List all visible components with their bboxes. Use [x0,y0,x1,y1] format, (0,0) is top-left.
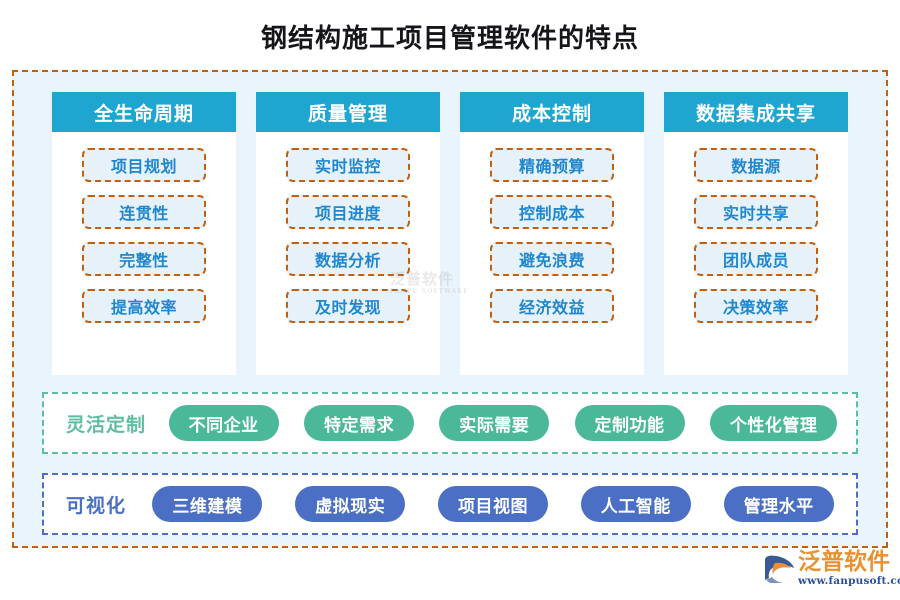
fanpu-logo-icon [762,554,796,584]
feature-item[interactable]: 数据分析 [286,242,410,276]
feature-item[interactable]: 项目进度 [286,195,410,229]
row-visualization: 可视化 三维建模 虚拟现实 项目视图 人工智能 管理水平 [42,473,858,535]
logo-text: 泛普软件 www.fanpusoft.com [798,550,900,588]
feature-item[interactable]: 完整性 [82,242,206,276]
logo-url: www.fanpusoft.com [798,575,900,588]
page-title: 钢结构施工项目管理软件的特点 [260,24,639,54]
feature-item[interactable]: 连贯性 [82,195,206,229]
feature-item[interactable]: 数据源 [694,148,818,182]
tag-pill[interactable]: 实际需要 [439,405,550,441]
column-header: 成本控制 [460,92,644,132]
feature-column: 数据集成共享 数据源 实时共享 团队成员 决策效率 [664,92,848,375]
tag-pill[interactable]: 特定需求 [303,405,414,441]
feature-columns: 全生命周期 项目规划 连贯性 完整性 提高效率 质量管理 实时监控 项目进度 数… [52,92,848,375]
feature-item[interactable]: 精确预算 [490,148,614,182]
feature-column: 成本控制 精确预算 控制成本 避免浪费 经济效益 [460,92,644,375]
feature-column: 全生命周期 项目规划 连贯性 完整性 提高效率 [52,92,236,375]
feature-item[interactable]: 经济效益 [490,289,614,323]
feature-item[interactable]: 实时监控 [286,148,410,182]
feature-item[interactable]: 及时发现 [286,289,410,323]
feature-item[interactable]: 控制成本 [490,195,614,229]
feature-item[interactable]: 实时共享 [694,195,818,229]
tag-pill[interactable]: 三维建模 [152,486,263,522]
column-items: 项目规划 连贯性 完整性 提高效率 [52,132,236,323]
column-items: 精确预算 控制成本 避免浪费 经济效益 [460,132,644,323]
feature-item[interactable]: 团队成员 [694,242,818,276]
column-header: 数据集成共享 [664,92,848,132]
tag-pill[interactable]: 定制功能 [574,405,685,441]
column-header: 全生命周期 [52,92,236,132]
logo-name: 泛普软件 [798,548,890,576]
feature-item[interactable]: 避免浪费 [490,242,614,276]
feature-item[interactable]: 决策效率 [694,289,818,323]
brand-logo: 泛普软件 www.fanpusoft.com [762,546,900,592]
tag-pill[interactable]: 虚拟现实 [295,486,406,522]
row-tags: 不同企业 特定需求 实际需要 定制功能 个性化管理 [146,405,856,441]
tag-pill[interactable]: 项目视图 [438,486,548,522]
row-flexible-customization: 灵活定制 不同企业 特定需求 实际需要 定制功能 个性化管理 [42,392,858,454]
feature-item[interactable]: 提高效率 [82,289,206,323]
row-label: 灵活定制 [66,413,147,436]
feature-column: 质量管理 实时监控 项目进度 数据分析 及时发现 [256,92,440,375]
row-label: 可视化 [66,494,127,517]
tag-pill[interactable]: 人工智能 [580,486,691,522]
tag-pill[interactable]: 不同企业 [168,405,279,441]
tag-pill[interactable]: 个性化管理 [709,405,838,441]
row-tags: 三维建模 虚拟现实 项目视图 人工智能 管理水平 [126,486,856,522]
column-header: 质量管理 [256,92,440,132]
feature-item[interactable]: 项目规划 [82,148,206,182]
column-items: 数据源 实时共享 团队成员 决策效率 [664,132,848,323]
column-items: 实时监控 项目进度 数据分析 及时发现 [256,132,440,323]
tag-pill[interactable]: 管理水平 [723,486,834,522]
